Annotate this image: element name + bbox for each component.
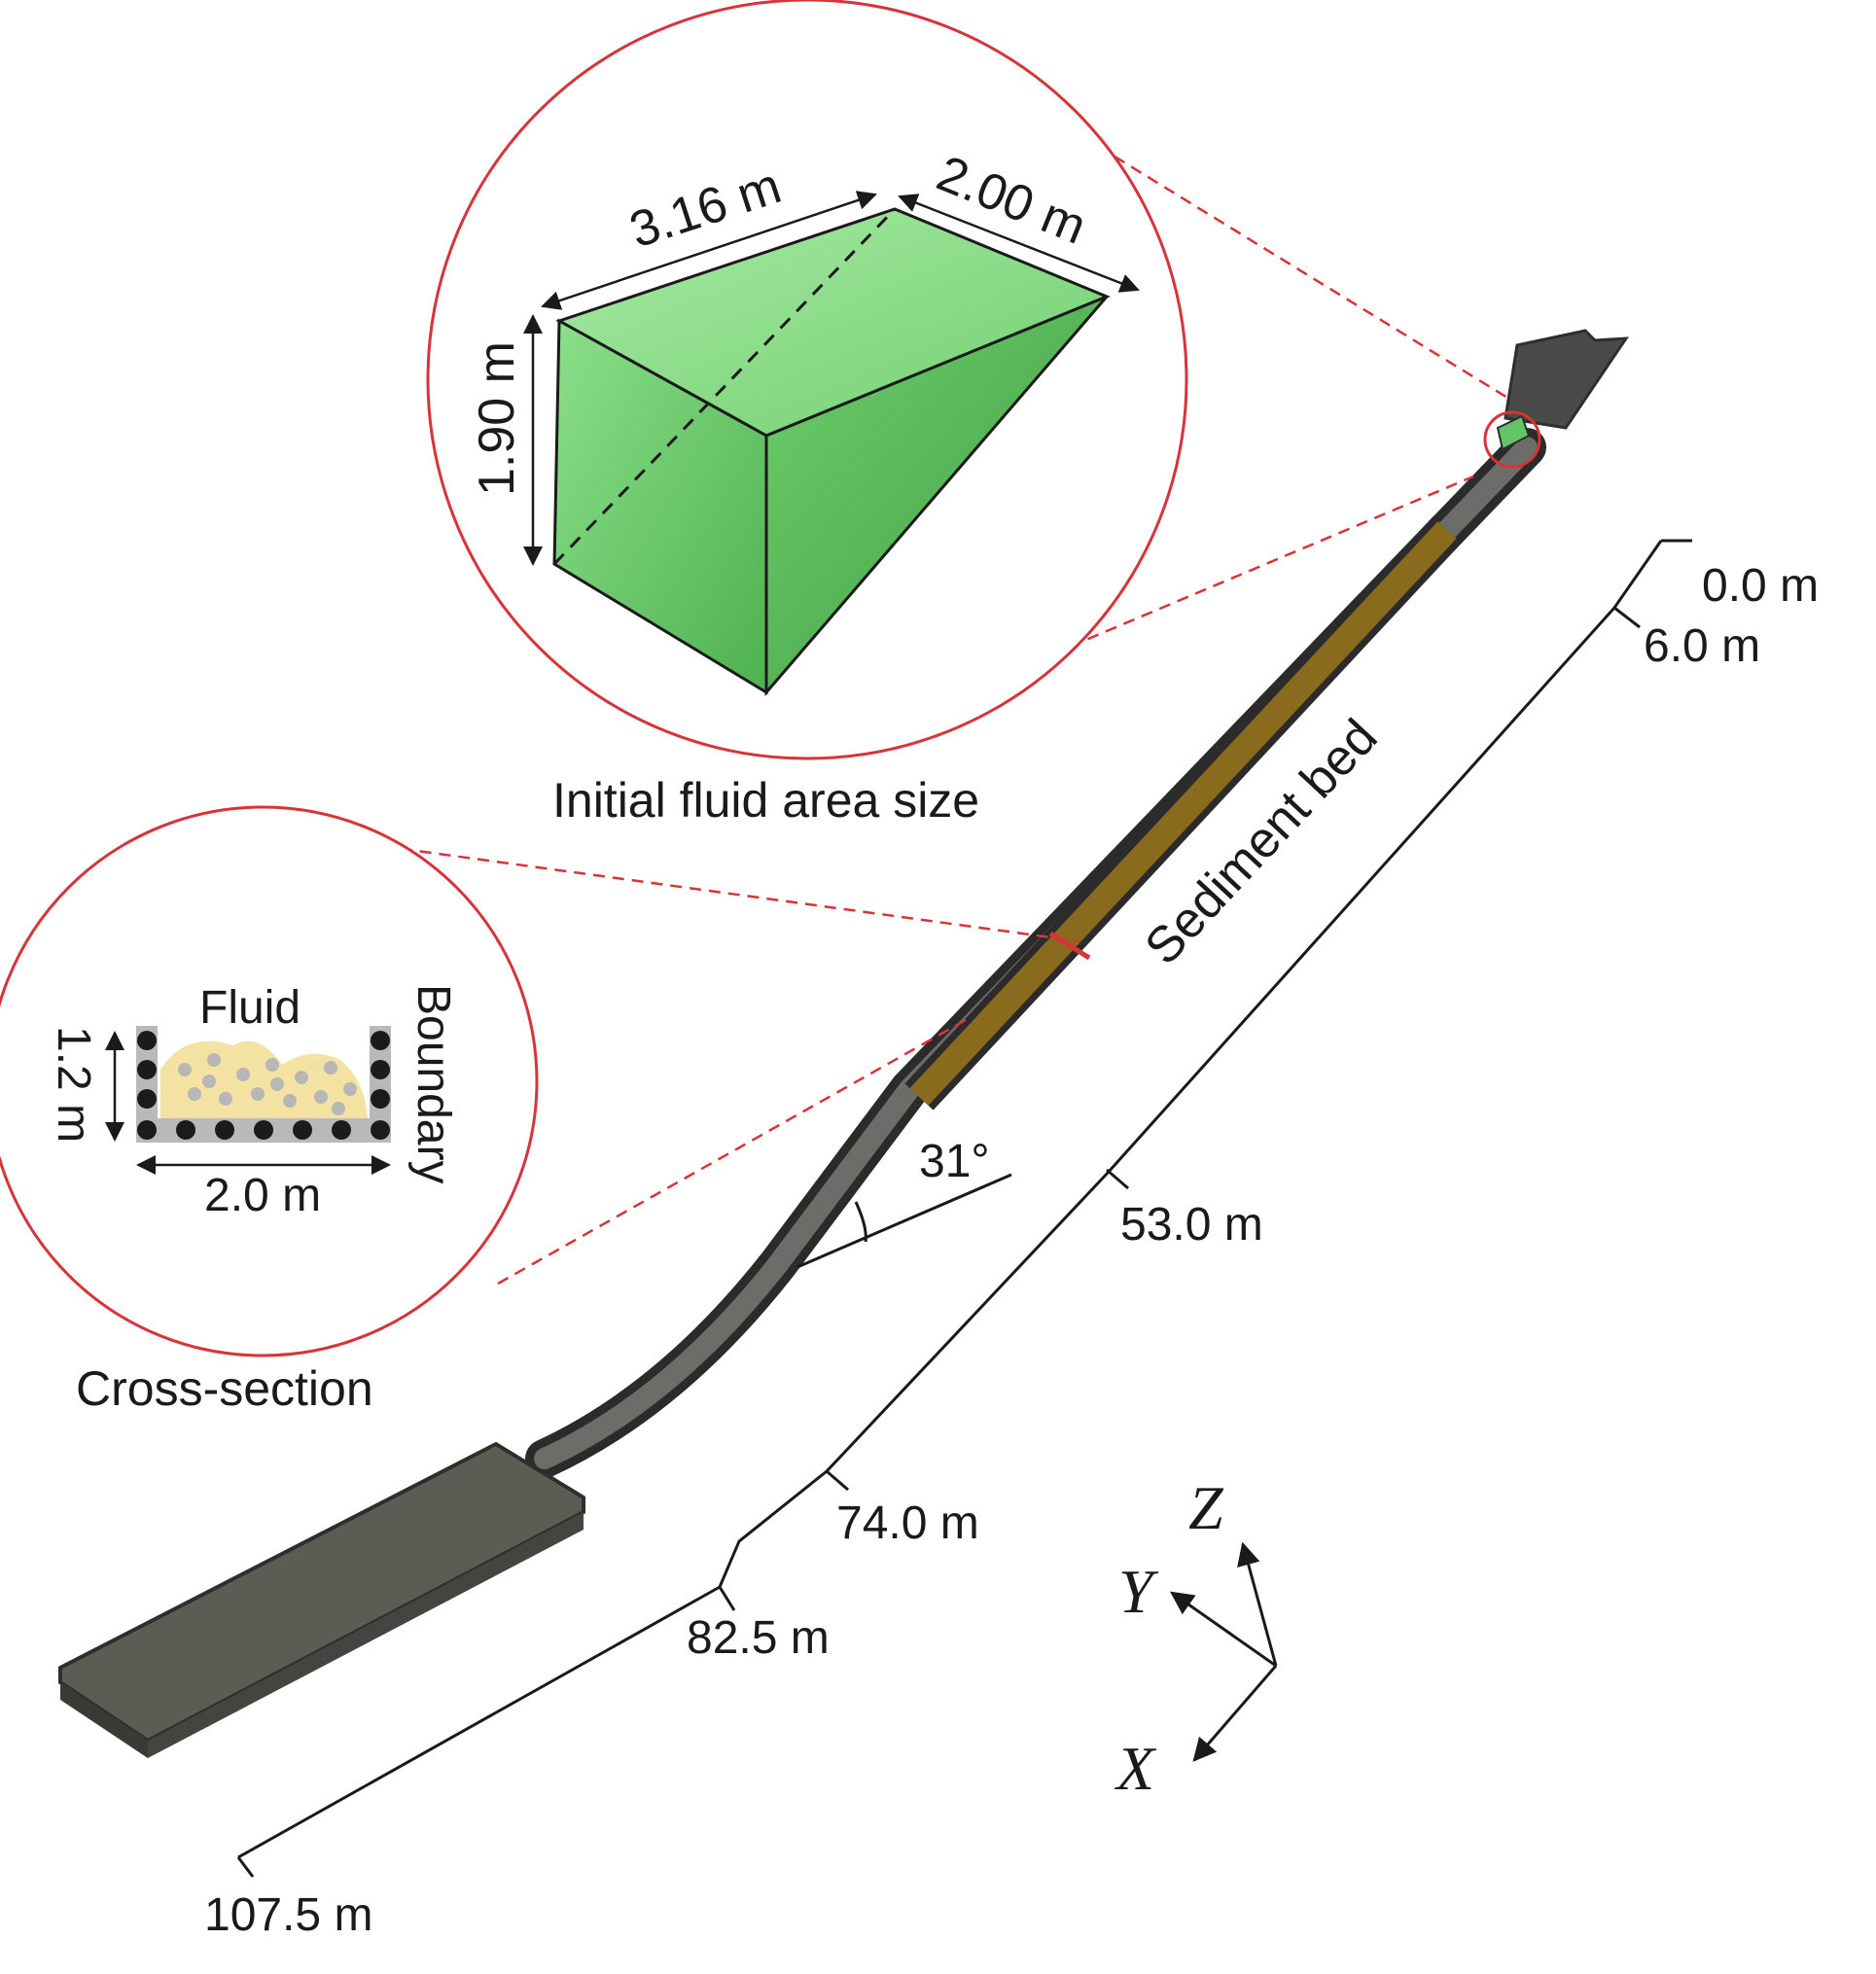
fluid-particle: [332, 1102, 345, 1115]
fluid-particle: [178, 1063, 192, 1076]
boundary-particle: [176, 1120, 195, 1140]
fluid-marker: [1496, 414, 1531, 451]
mark-74: 74.0 m: [836, 1498, 979, 1549]
boundary-particles: [137, 1031, 390, 1140]
section-boundary-label: Boundary: [407, 984, 459, 1183]
zoom-section: 1.2 m 2.0 m Fluid Boundary Cross-section: [0, 805, 1091, 1416]
runout-plate: [58, 1441, 585, 1744]
axis-y-label: Y: [1118, 1557, 1159, 1626]
boundary-particle: [293, 1120, 312, 1140]
boundary-particle: [137, 1060, 157, 1079]
runout-plate-edge: [60, 1682, 148, 1758]
channel-floor: [534, 437, 1538, 1469]
fluid-particle: [324, 1061, 337, 1075]
section-width-label: 2.0 m: [204, 1170, 321, 1221]
fluid-particle: [236, 1068, 250, 1081]
profile-line: [236, 539, 1692, 1878]
mark-6: 6.0 m: [1644, 620, 1760, 672]
fluid-caption: Initial fluid area size: [552, 773, 979, 828]
fluid-particle: [283, 1094, 297, 1108]
fluid-box-side: [764, 295, 1109, 697]
fluid-particle: [270, 1077, 284, 1091]
profile-marks: 0.0 m 6.0 m 53.0 m 74.0 m 82.5 m 107.5 m: [204, 560, 1819, 1941]
fluid-particle: [314, 1090, 328, 1104]
fluid-height-label: 1.90 m: [469, 341, 525, 496]
section-caption: Cross-section: [76, 1361, 373, 1416]
fluid-particle: [202, 1075, 216, 1088]
release-box: [1504, 329, 1629, 430]
section-fluid-label: Fluid: [199, 982, 301, 1034]
zoom-ring-source: [1483, 410, 1541, 469]
boundary-particle: [371, 1060, 390, 1079]
boundary-particle: [215, 1120, 234, 1140]
boundary-particle: [371, 1031, 390, 1050]
mark-53: 53.0 m: [1120, 1199, 1263, 1251]
boundary-particle: [137, 1120, 157, 1140]
fluid-particle: [251, 1087, 265, 1101]
fluid-particle: [219, 1092, 232, 1106]
mark-82-5: 82.5 m: [687, 1612, 830, 1664]
boundary-particle: [137, 1031, 157, 1050]
section-cut-marker: [1048, 931, 1091, 961]
axis-x-label: X: [1114, 1734, 1157, 1803]
boundary-particle: [371, 1089, 390, 1109]
fluid-particle: [207, 1053, 221, 1067]
runout-plate-front: [148, 1512, 584, 1758]
slope-angle: 31°: [796, 1136, 1012, 1269]
fluid-particle: [265, 1058, 279, 1072]
fluid-particle: [343, 1082, 357, 1096]
section-height-label: 1.2 m: [48, 1026, 99, 1143]
boundary-particle: [332, 1120, 351, 1140]
boundary-particle: [137, 1089, 157, 1109]
boundary-particle: [254, 1120, 273, 1140]
fluid-particles: [178, 1053, 357, 1115]
axis-z-label: Z: [1188, 1473, 1224, 1542]
fluid-particle: [295, 1071, 308, 1084]
zoom-fluid: 3.16 m 2.00 m 1.90 m Initial fluid area …: [426, 0, 1541, 828]
mark-107-5: 107.5 m: [204, 1889, 372, 1941]
mark-0: 0.0 m: [1702, 560, 1819, 612]
axes-triad: Z Y X: [1114, 1473, 1278, 1803]
fluid-particle: [188, 1087, 201, 1101]
channel-geometry: [58, 329, 1629, 1758]
angle-label: 31°: [919, 1136, 990, 1187]
boundary-particle: [371, 1120, 390, 1140]
sediment-bed-fill: [909, 521, 1457, 1106]
